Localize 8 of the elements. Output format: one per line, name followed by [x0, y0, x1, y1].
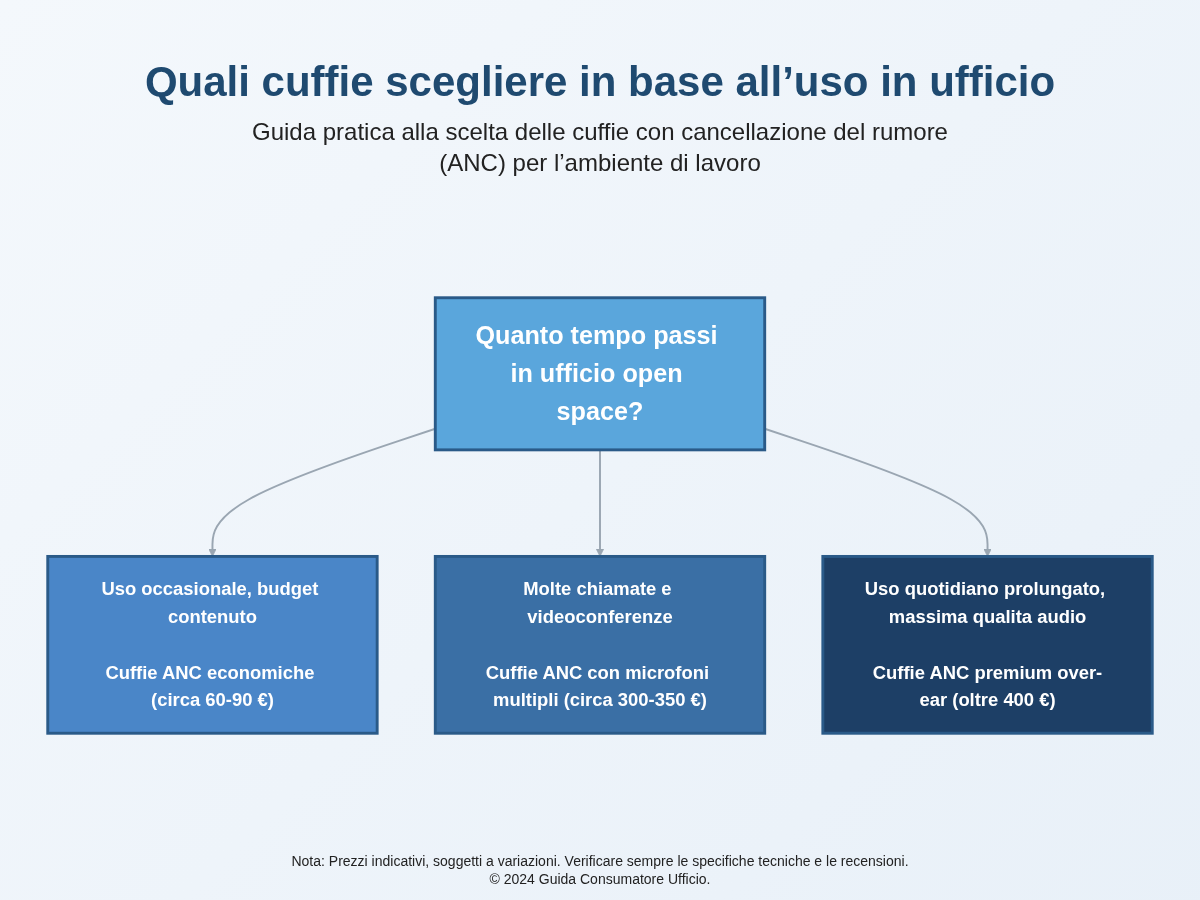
title: Quali cuffie scegliere in base all’uso in ufficio: [143, 58, 1057, 106]
node-box: Molte chiamate e videoconferenze Cuffie ANC con microfoni multipli (circa 300-350 €): [433, 554, 767, 735]
footnote: Nota: Prezzi indicativi, soggetti a variazioni. Verificare sempre le specifiche tecniche e le recensioni.: [290, 852, 910, 871]
node-box: Uso quotidiano prolungato, massima qualita audio Cuffie ANC premium over-ear (oltre 400 €): [821, 554, 1154, 735]
subtitle: Guida pratica alla scelta delle cuffie con cancellazione del rumore (ANC) per l’ambiente di lavoro: [251, 117, 949, 179]
node-box: Uso occasionale, budget contenuto Cuffie ANC economiche (circa 60-90 €): [46, 554, 379, 735]
copyright-note: © 2024 Guida Consumatore Ufficio.: [488, 870, 712, 889]
node-box: Quanto tempo passi in ufficio open space?: [433, 295, 767, 451]
